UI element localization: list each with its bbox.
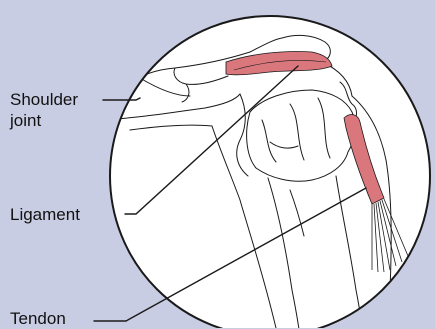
tendon-label: Tendon (10, 308, 66, 329)
shoulder-joint-label-line2: joint (10, 110, 78, 131)
ligament-label: Ligament (10, 204, 80, 225)
shoulder-joint-label: Shoulder joint (10, 89, 78, 131)
shoulder-joint-label-line1: Shoulder (10, 89, 78, 110)
